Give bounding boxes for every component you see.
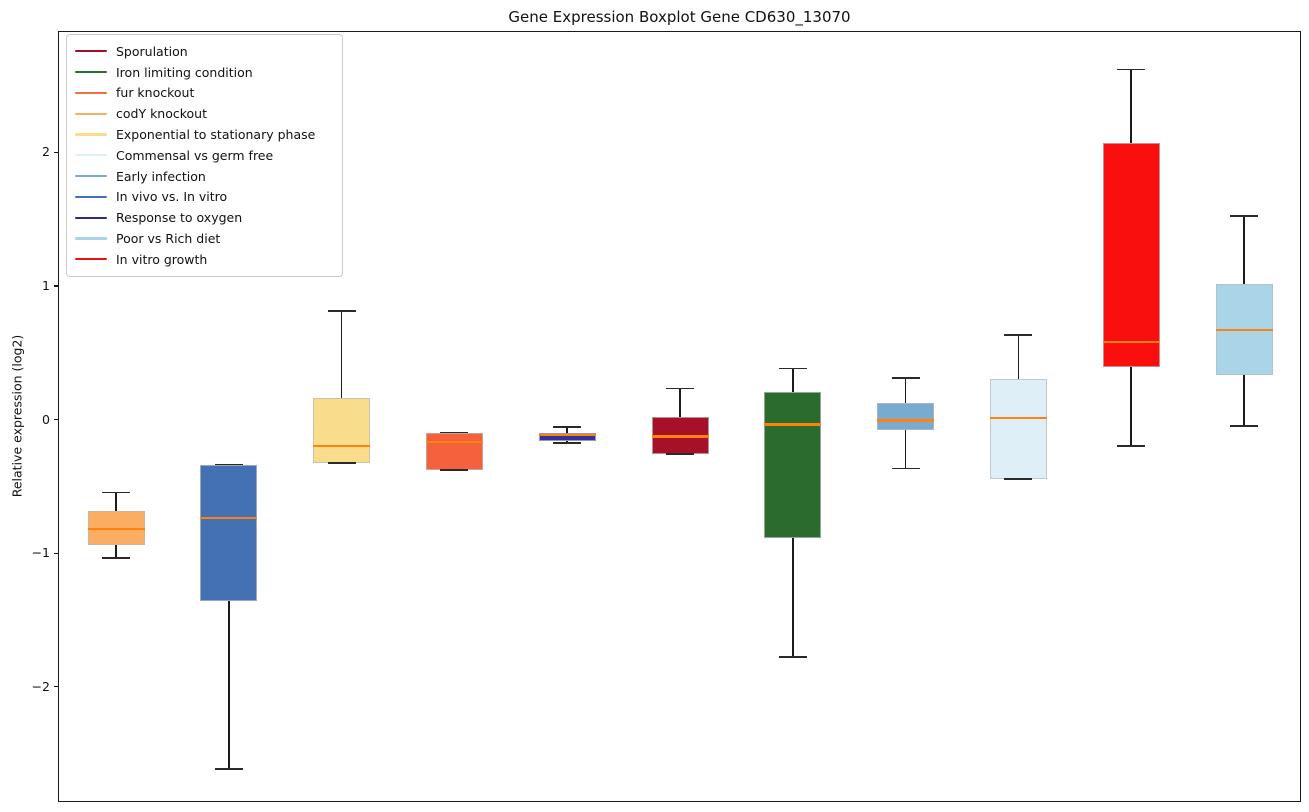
legend-line-swatch [75,258,107,261]
legend-item-label: codY knockout [116,106,208,122]
box-rect [313,397,371,464]
legend-item-label: Iron limiting condition [116,64,253,80]
legend-item: Commensal vs germ free [75,145,333,166]
legend-item-label: Exponential to stationary phase [116,127,316,143]
whisker-cap-top [778,367,807,370]
whisker-cap-bottom [1230,425,1258,427]
y-tick-mark [54,552,58,554]
median-line [1102,340,1160,343]
legend-item: In vitro growth [75,249,333,270]
median-line [651,435,709,438]
box-rect [538,432,596,441]
whisker-cap-top [666,387,694,390]
legend-item-label: Early infection [116,168,206,184]
legend-line-swatch [75,154,107,157]
legend-item: In vivo vs. In vitro [75,187,333,208]
legend-line-swatch [75,237,107,240]
box-rect [989,379,1047,480]
legend-item: Exponential to stationary phase [75,124,333,145]
y-tick-mark [54,285,58,287]
legend-item: Poor vs Rich diet [75,228,333,249]
median-line [989,416,1047,419]
box-rect [1102,142,1160,368]
whisker-cap-top [1117,68,1146,71]
whisker-cap-bottom [214,768,243,770]
legend-item-label: In vitro growth [116,251,208,267]
legend-line-swatch [75,175,107,178]
legend-item: Early infection [75,166,333,187]
y-tick-label: −1 [31,545,50,560]
whisker-cap-bottom [440,469,469,471]
median-line [538,434,596,437]
whisker-cap-top [553,426,582,428]
legend-line-swatch [75,50,107,53]
legend-line-swatch [75,71,107,74]
chart-title: Gene Expression Boxplot Gene CD630_13070 [508,8,851,26]
median-line [877,419,935,422]
median-line [1215,328,1273,331]
whisker-cap-top [214,463,243,466]
y-tick-mark [54,151,58,154]
box-rect [877,403,935,430]
whisker-cap-top [327,310,356,312]
y-tick-label: 2 [42,144,50,160]
y-tick-label: 1 [42,277,50,293]
box-rect [651,416,709,454]
box-rect [200,464,258,601]
whisker-cap-bottom [778,656,807,658]
legend-line-swatch [75,216,107,219]
whisker-cap-top [1004,334,1033,336]
whisker-cap-bottom [553,442,582,444]
box-rect [425,432,483,470]
whisker-cap-top [102,491,130,494]
whisker-cap-top [891,376,920,379]
legend-line-swatch [75,195,107,199]
whisker-cap-top [440,431,469,434]
legend-item-label: Response to oxygen [116,210,243,226]
whisker-cap-bottom [891,467,920,470]
median-line [425,440,483,443]
legend-item-label: In vivo vs. In vitro [116,189,228,205]
legend-item-label: Poor vs Rich diet [116,231,221,247]
legend-line-swatch [75,91,107,95]
whisker-cap-top [1230,215,1258,218]
whisker-cap-bottom [327,462,356,465]
legend-item: fur knockout [75,83,333,104]
whisker-line [340,311,343,464]
median-line [313,444,371,447]
legend-item-label: fur knockout [116,85,195,101]
y-tick-mark [54,419,58,421]
legend-item: Sporulation [75,41,333,62]
median-line [200,516,258,520]
y-tick-label: 0 [42,411,50,427]
whisker-line [228,464,230,769]
whisker-cap-bottom [666,453,694,455]
legend-item-label: Sporulation [116,43,188,59]
whisker-cap-bottom [1117,445,1146,447]
legend-item: codY knockout [75,103,333,124]
y-tick-mark [54,686,58,688]
whisker-cap-bottom [1004,478,1033,481]
whisker-cap-bottom [102,557,130,559]
median-line [764,423,822,426]
legend-line-swatch [75,133,107,136]
legend-line-swatch [75,112,107,115]
y-tick-label: −2 [31,678,50,694]
legend-item: Iron limiting condition [75,62,333,83]
median-line [87,527,145,530]
legend-item-label: Commensal vs germ free [116,147,274,163]
legend-item: Response to oxygen [75,207,333,228]
box-rect [764,392,822,538]
